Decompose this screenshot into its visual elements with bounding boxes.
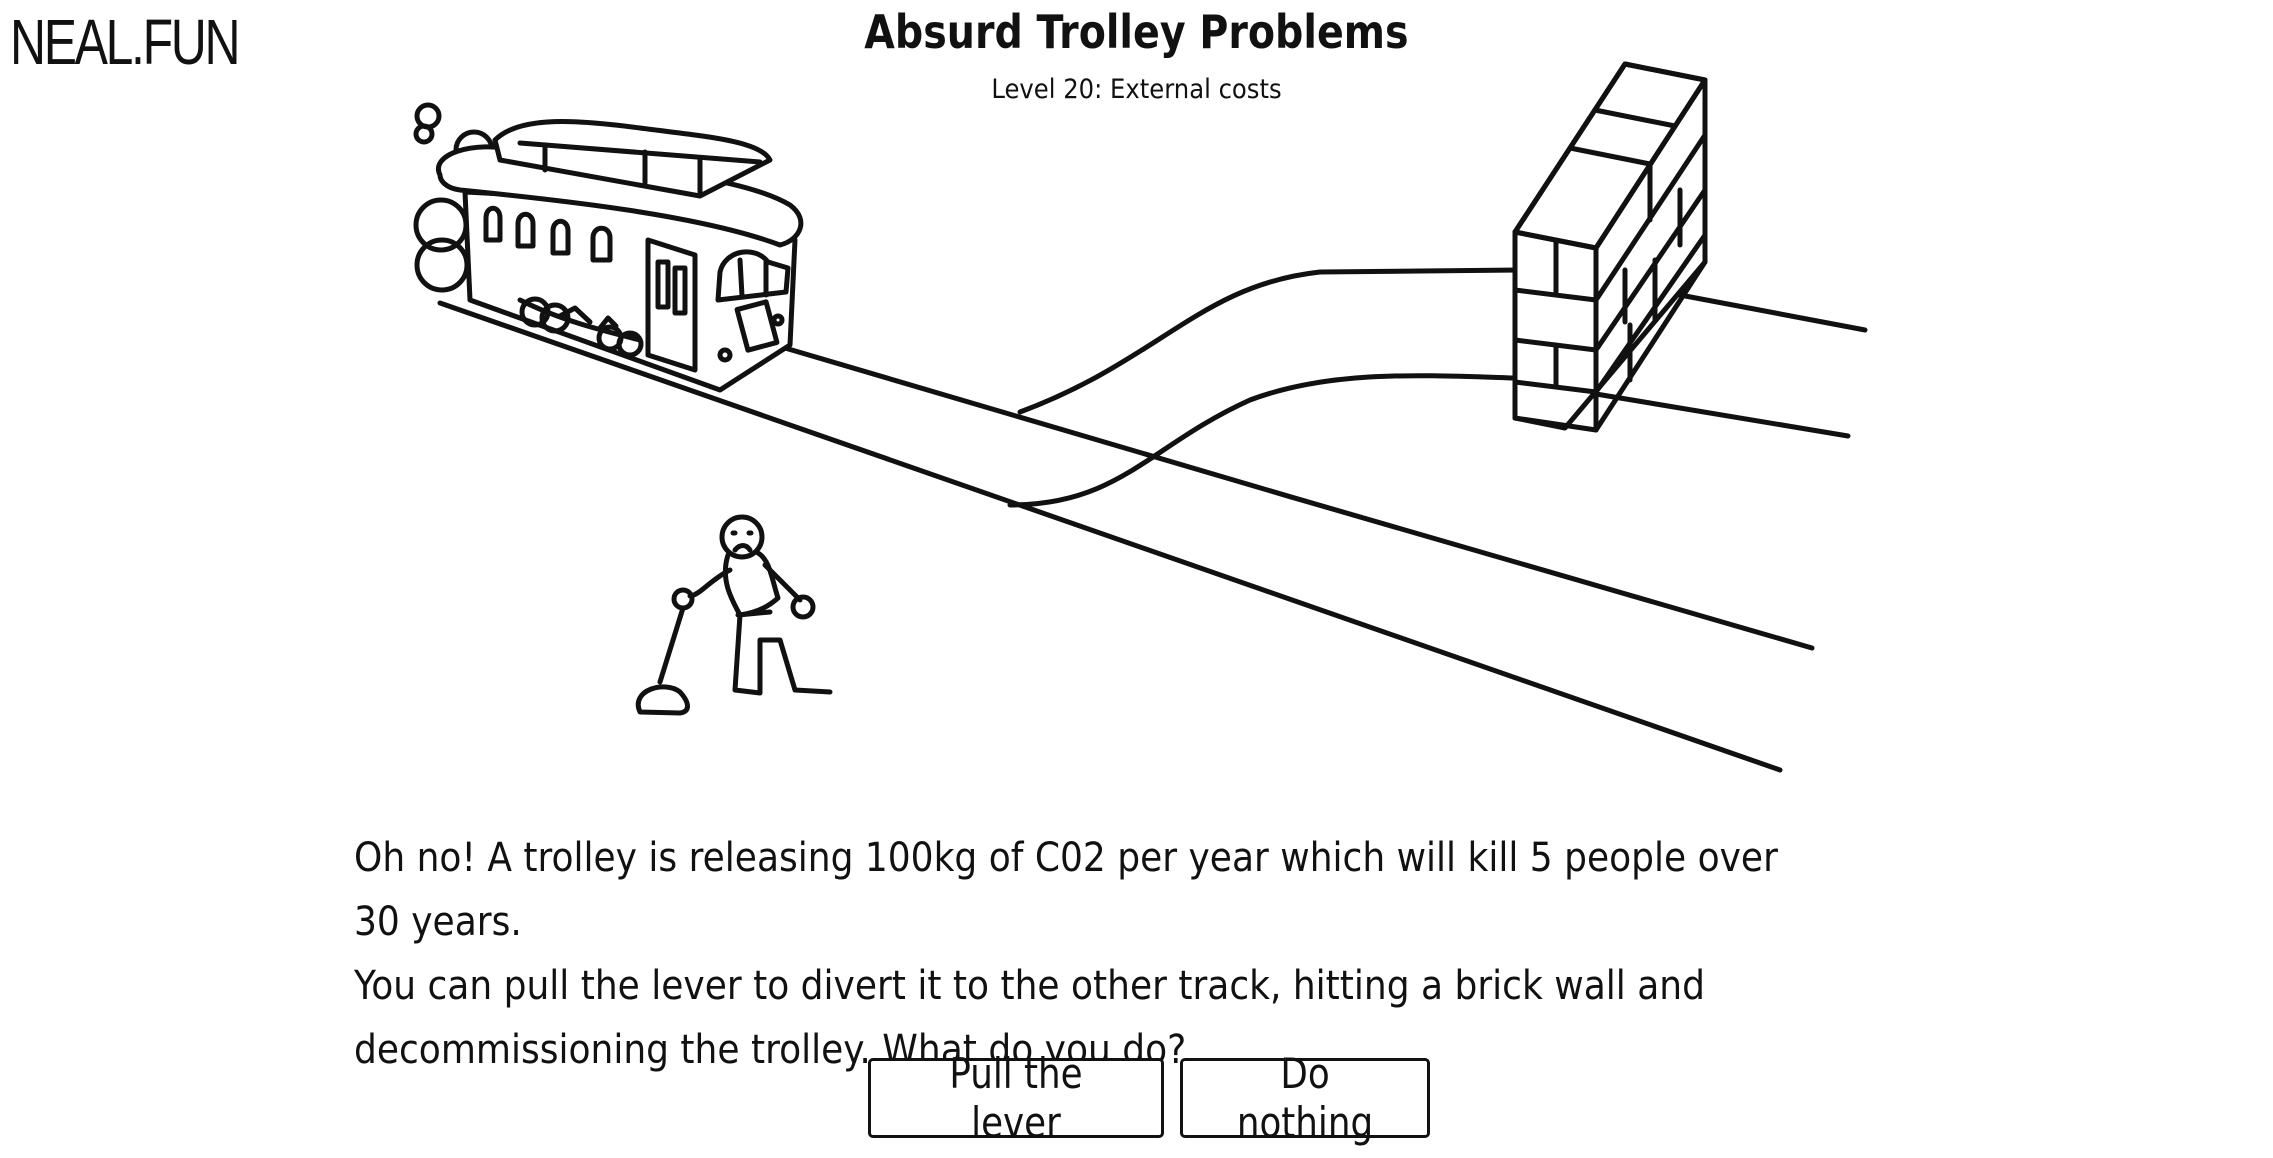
pull-lever-label: Pull the lever: [949, 1049, 1083, 1147]
main-track: [437, 300, 1815, 773]
trolley: [413, 102, 804, 393]
person-at-lever: [635, 514, 833, 716]
do-nothing-label: Do nothing: [1236, 1049, 1374, 1147]
scenario-question: Oh no! A trolley is releasing 100kg of C…: [354, 826, 1812, 1082]
trolley-scene-illustration: [413, 61, 1868, 773]
question-line-1: Oh no! A trolley is releasing 100kg of C…: [354, 835, 1778, 945]
answer-buttons: Pull the lever Do nothing: [868, 1049, 1430, 1147]
page-title: Absurd Trolley Problems: [864, 5, 1409, 59]
page-header: Absurd Trolley Problems Level 20: Extern…: [0, 4, 2273, 105]
brick-wall: [1512, 61, 1708, 433]
branch-track: [1007, 267, 1868, 508]
pull-lever-button[interactable]: Pull the lever: [868, 1049, 1164, 1147]
do-nothing-button[interactable]: Do nothing: [1180, 1049, 1430, 1147]
level-subtitle: Level 20: External costs: [991, 73, 1282, 105]
question-line-2: You can pull the lever to divert it to t…: [354, 963, 1705, 1009]
neal-fun-logo[interactable]: NEAL.FUN: [10, 6, 240, 78]
